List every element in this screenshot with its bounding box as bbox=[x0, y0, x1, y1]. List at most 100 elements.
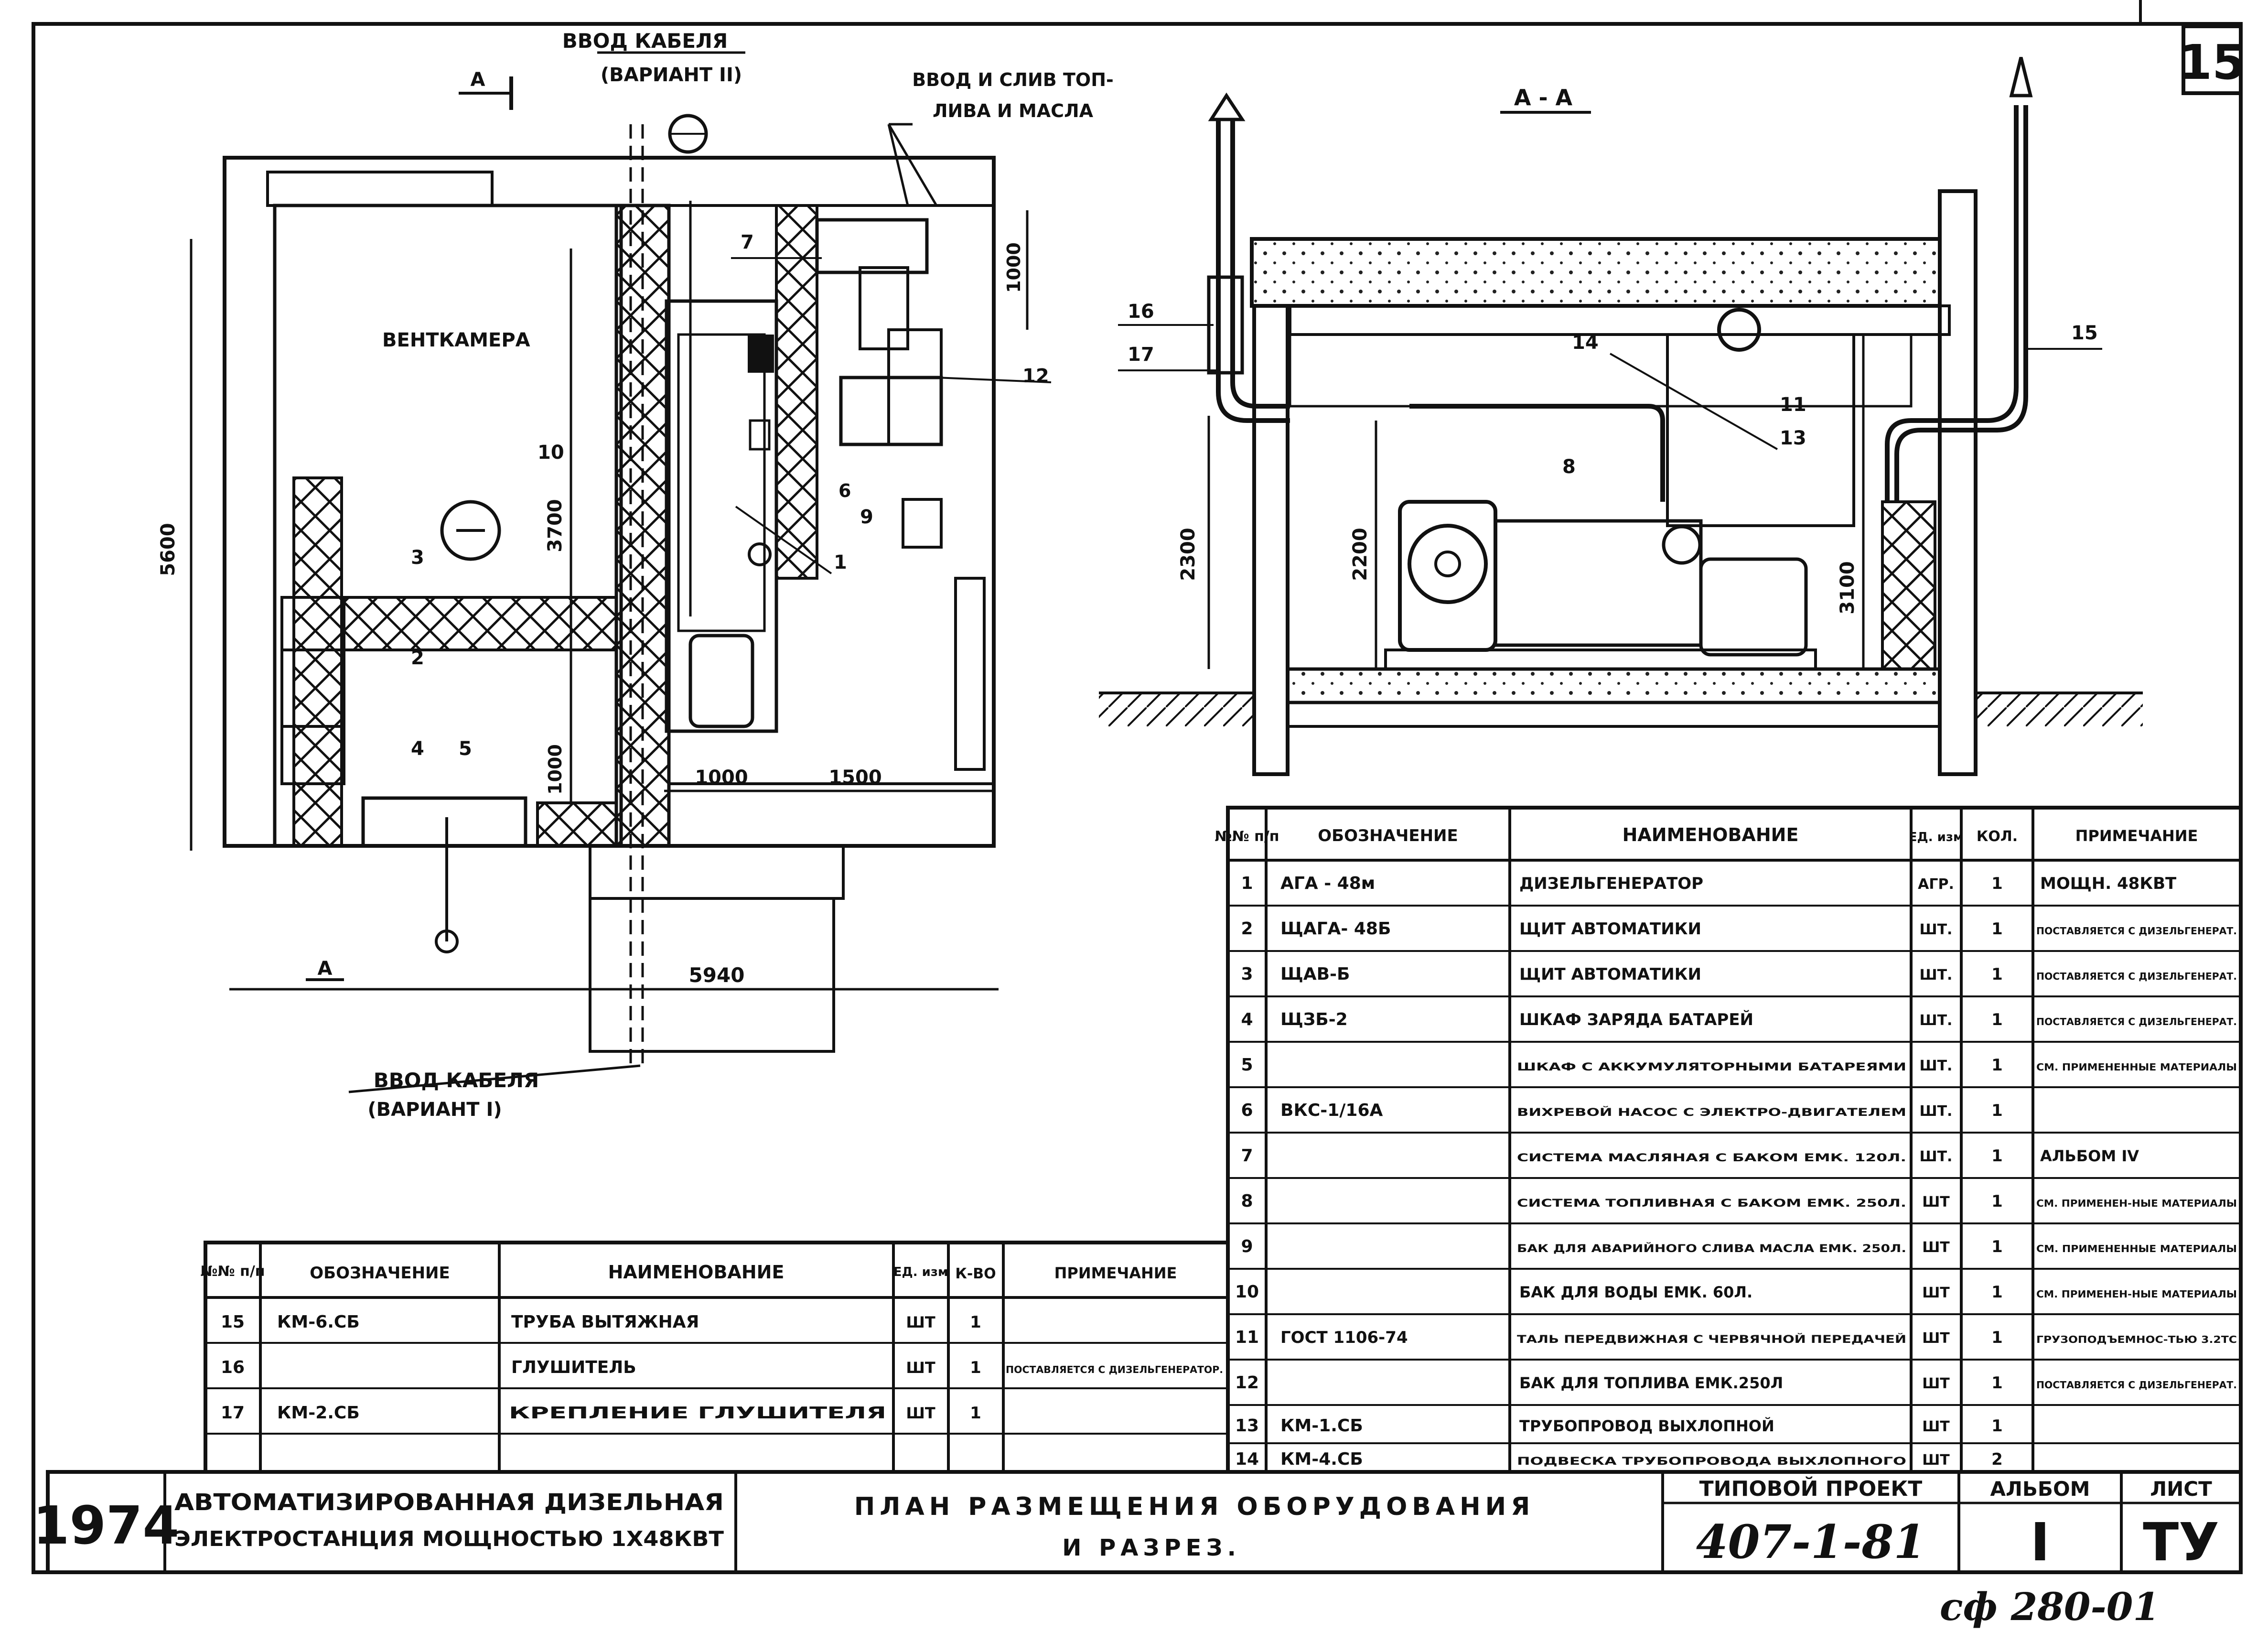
svg-text:ШКАФ С АККУМУЛЯТОРНЫМИ БАТАРЕЯ: ШКАФ С АККУМУЛЯТОРНЫМИ БАТАРЕЯМИ bbox=[1517, 1061, 1906, 1073]
section-a-a: А - А bbox=[1099, 57, 2143, 776]
sheet-value: ТУ bbox=[2143, 1512, 2219, 1573]
svg-text:ЩИТ АВТОМАТИКИ: ЩИТ АВТОМАТИКИ bbox=[1519, 919, 1701, 939]
cable-entry-2-label: ВВОД КАБЕЛЯ bbox=[562, 29, 728, 53]
svg-text:СМ. ПРИМЕНЕННЫЕ МАТЕРИАЛЫ: СМ. ПРИМЕНЕННЫЕ МАТЕРИАЛЫ bbox=[2036, 1243, 2237, 1254]
svg-text:ШТ.: ШТ. bbox=[1920, 1103, 1953, 1120]
table-row: 13 КМ-1.СБ ТРУБОПРОВОД ВЫХЛОПНОЙ ШТ 1 bbox=[1235, 1416, 2003, 1436]
hoist-area bbox=[1666, 333, 1855, 527]
svg-text:1: 1 bbox=[1991, 1101, 2003, 1120]
svg-text:ТРУБОПРОВОД ВЫХЛОПНОЙ: ТРУБОПРОВОД ВЫХЛОПНОЙ bbox=[1519, 1417, 1774, 1435]
project-number: 407-1-81 bbox=[1696, 1515, 1925, 1569]
main-header-note: ПРИМЕЧАНИЕ bbox=[2075, 827, 2198, 845]
callout-1: 1 bbox=[834, 551, 847, 573]
roof-slab bbox=[1250, 237, 1942, 308]
sheet-number: 15 bbox=[2179, 34, 2245, 90]
svg-text:1: 1 bbox=[1991, 1283, 2003, 1302]
svg-text:СМ. ПРИМЕНЕННЫЕ МАТЕРИАЛЫ: СМ. ПРИМЕНЕННЫЕ МАТЕРИАЛЫ bbox=[2036, 1061, 2237, 1073]
hoist bbox=[1717, 308, 1761, 352]
section-mark-top: А bbox=[471, 69, 485, 91]
svg-text:ПОСТАВЛЯЕТСЯ С ДИЗЕЛЬГЕНЕРАТ.: ПОСТАВЛЯЕТСЯ С ДИЗЕЛЬГЕНЕРАТ. bbox=[2036, 1379, 2237, 1391]
dim-1000-right: 1000 bbox=[1003, 242, 1024, 293]
svg-text:СИСТЕМА ТОПЛИВНАЯ С БАКОМ ЕМК.: СИСТЕМА ТОПЛИВНАЯ С БАКОМ ЕМК. 250Л. bbox=[1517, 1198, 1906, 1210]
steel-frame-column bbox=[775, 204, 818, 580]
dim-2200: 2200 bbox=[1349, 528, 1371, 581]
table-row: 5 ШКАФ С АККУМУЛЯТОРНЫМИ БАТАРЕЯМИ ШТ. 1… bbox=[1241, 1055, 2237, 1075]
svg-text:ПОСТАВЛЯЕТСЯ С ДИЗЕЛЬГЕНЕРАТ.: ПОСТАВЛЯЕТСЯ С ДИЗЕЛЬГЕНЕРАТ. bbox=[2036, 1016, 2237, 1027]
svg-text:ЩАГА- 48Б: ЩАГА- 48Б bbox=[1280, 919, 1391, 939]
vent-pipe bbox=[1894, 105, 2028, 502]
callout-6: 6 bbox=[838, 480, 851, 501]
svg-text:13: 13 bbox=[1235, 1416, 1259, 1436]
svg-text:АГА - 48м: АГА - 48м bbox=[1280, 874, 1375, 893]
svg-text:ШТ.: ШТ. bbox=[1920, 921, 1953, 938]
small-header-note: ПРИМЕЧАНИЕ bbox=[1054, 1264, 1177, 1282]
project-label: ТИПОВОЙ ПРОЕКТ bbox=[1699, 1476, 1923, 1501]
callout-8: 8 bbox=[1562, 456, 1576, 478]
album-label: АЛЬБОМ bbox=[1990, 1477, 2090, 1501]
svg-text:3: 3 bbox=[1241, 964, 1253, 984]
table-row: 11 ГОСТ 1106-74 ТАЛЬ ПЕРЕДВИЖНАЯ С ЧЕРВЯ… bbox=[1235, 1328, 2237, 1347]
svg-text:6: 6 bbox=[1241, 1101, 1253, 1120]
svg-text:1: 1 bbox=[1991, 1237, 2003, 1256]
svg-text:1: 1 bbox=[1241, 874, 1253, 893]
svg-text:ПОДВЕСКА ТРУБОПРОВОДА ВЫХЛОПНО: ПОДВЕСКА ТРУБОПРОВОДА ВЫХЛОПНОГО bbox=[1517, 1456, 1906, 1468]
svg-text:СМ. ПРИМЕНЕН-НЫЕ МАТЕРИАЛЫ: СМ. ПРИМЕНЕН-НЫЕ МАТЕРИАЛЫ bbox=[2036, 1198, 2237, 1209]
table-row: 7 СИСТЕМА МАСЛЯНАЯ С БАКОМ ЕМК. 120Л. ШТ… bbox=[1241, 1146, 2139, 1166]
sheet-number-box: 15 bbox=[2179, 24, 2246, 95]
svg-text:КМ-1.СБ: КМ-1.СБ bbox=[1280, 1416, 1363, 1436]
steel-frame-column bbox=[292, 476, 343, 847]
svg-text:10: 10 bbox=[1235, 1282, 1259, 1302]
svg-text:ШТ: ШТ bbox=[1922, 1452, 1950, 1469]
fuel-oil-entry-line2: ЛИВА И МАСЛА bbox=[933, 100, 1094, 121]
sheet-title-line1: ПЛАН РАЗМЕЩЕНИЯ ОБОРУДОВАНИЯ bbox=[854, 1492, 1535, 1521]
table-row: 15 КМ-6.СБ ТРУБА ВЫТЯЖНАЯ ШТ 1 bbox=[221, 1312, 981, 1332]
svg-text:ГЛУШИТЕЛЬ: ГЛУШИТЕЛЬ bbox=[511, 1358, 636, 1377]
callout-10: 10 bbox=[537, 442, 564, 464]
diesel-generator bbox=[665, 201, 778, 733]
dim-3100: 3100 bbox=[1837, 561, 1859, 614]
svg-text:1: 1 bbox=[970, 1358, 981, 1377]
dim-3700: 3700 bbox=[544, 499, 566, 552]
callout-9: 9 bbox=[860, 506, 873, 528]
svg-text:КРЕПЛЕНИЕ ГЛУШИТЕЛЯ: КРЕПЛЕНИЕ ГЛУШИТЕЛЯ bbox=[509, 1404, 886, 1423]
svg-text:СИСТЕМА МАСЛЯНАЯ С БАКОМ ЕМК.: СИСТЕМА МАСЛЯНАЯ С БАКОМ ЕМК. 120Л. bbox=[1517, 1152, 1906, 1164]
generator-section bbox=[1384, 500, 1817, 670]
svg-text:ГРУЗОПОДЪЕМНОС-ТЬЮ 3.2ТС: ГРУЗОПОДЪЕМНОС-ТЬЮ 3.2ТС bbox=[2036, 1334, 2237, 1345]
steel-beam bbox=[343, 596, 618, 651]
svg-text:ПОСТАВЛЯЕТСЯ С ДИЗЕЛЬГЕНЕРАТОР: ПОСТАВЛЯЕТСЯ С ДИЗЕЛЬГЕНЕРАТОР. bbox=[1006, 1364, 1223, 1375]
svg-text:4: 4 bbox=[1241, 1010, 1253, 1029]
table-row: 14 КМ-4.СБ ПОДВЕСКА ТРУБОПРОВОДА ВЫХЛОПН… bbox=[1235, 1449, 2003, 1469]
section-mark-bottom: А bbox=[318, 958, 333, 980]
svg-text:ШТ: ШТ bbox=[906, 1359, 935, 1377]
svg-text:2: 2 bbox=[1991, 1450, 2003, 1469]
svg-text:ЩАВ-Б: ЩАВ-Б bbox=[1280, 964, 1350, 984]
year: 1974 bbox=[33, 1495, 179, 1556]
svg-text:ШТ: ШТ bbox=[906, 1404, 935, 1422]
svg-text:ПОСТАВЛЯЕТСЯ С ДИЗЕЛЬГЕНЕРАТ.: ПОСТАВЛЯЕТСЯ С ДИЗЕЛЬГЕНЕРАТ. bbox=[2036, 971, 2237, 982]
svg-text:ТАЛЬ ПЕРЕДВИЖНАЯ С ЧЕРВЯЧНОЙ П: ТАЛЬ ПЕРЕДВИЖНАЯ С ЧЕРВЯЧНОЙ ПЕРЕДАЧЕЙ bbox=[1517, 1333, 1906, 1346]
callout-11: 11 bbox=[1780, 394, 1806, 416]
svg-text:ВИХРЕВОЙ НАСОС С ЭЛЕКТРО-ДВИГА: ВИХРЕВОЙ НАСОС С ЭЛЕКТРО-ДВИГАТЕЛЕМ bbox=[1517, 1106, 1906, 1119]
oil-system bbox=[815, 218, 929, 274]
svg-text:ДИЗЕЛЬГЕНЕРАТОР: ДИЗЕЛЬГЕНЕРАТОР bbox=[1519, 874, 1703, 893]
svg-text:1: 1 bbox=[1991, 919, 2003, 939]
svg-text:5: 5 bbox=[1241, 1055, 1253, 1075]
small-header-num: №№ п/п bbox=[200, 1263, 265, 1280]
battery-cabinet bbox=[361, 796, 527, 848]
svg-text:7: 7 bbox=[1241, 1146, 1253, 1166]
svg-text:1: 1 bbox=[970, 1404, 981, 1423]
cable-entry-2-variant: (ВАРИАНТ II) bbox=[601, 64, 742, 86]
panel-4 bbox=[280, 725, 345, 785]
album-value: I bbox=[2031, 1512, 2050, 1573]
main-header-code: ОБОЗНАЧЕНИЕ bbox=[1318, 826, 1458, 845]
svg-text:СМ. ПРИМЕНЕН-НЫЕ МАТЕРИАЛЫ: СМ. ПРИМЕНЕН-НЫЕ МАТЕРИАЛЫ bbox=[2036, 1288, 2237, 1300]
table-row: 8 СИСТЕМА ТОПЛИВНАЯ С БАКОМ ЕМК. 250Л. Ш… bbox=[1241, 1191, 2237, 1211]
svg-text:ТРУБА ВЫТЯЖНАЯ: ТРУБА ВЫТЯЖНАЯ bbox=[511, 1312, 699, 1332]
sheet-title-line2: И РАЗРЕЗ. bbox=[1062, 1535, 1241, 1561]
svg-text:КМ-6.СБ: КМ-6.СБ bbox=[277, 1312, 360, 1332]
svg-text:АГР.: АГР. bbox=[1918, 876, 1954, 893]
svg-text:ШТ: ШТ bbox=[906, 1313, 935, 1331]
sheet-label: ЛИСТ bbox=[2150, 1477, 2212, 1501]
small-header-name: НАИМЕНОВАНИЕ bbox=[608, 1262, 785, 1283]
